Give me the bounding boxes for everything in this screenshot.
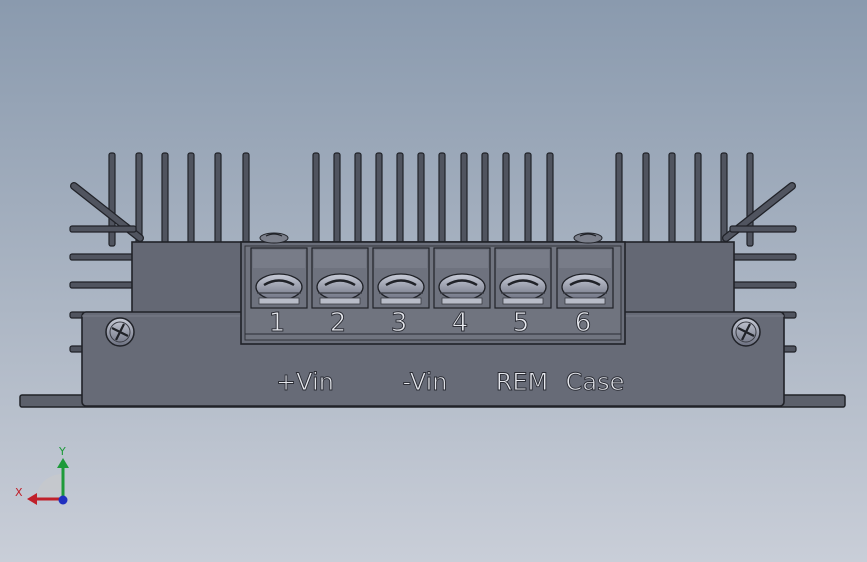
label-rem: REM (496, 368, 549, 396)
fin-left-5 (214, 152, 222, 247)
terminal-cell-top (314, 250, 366, 268)
terminal-screw-icon (377, 273, 425, 301)
x-arrowhead-icon (27, 493, 37, 505)
terminal-5[interactable]: 5 (494, 247, 552, 338)
fin-side-left-2 (69, 253, 137, 261)
terminal-screw-icon (255, 273, 303, 301)
fin-center-10 (502, 152, 510, 247)
fin-right-2 (642, 152, 650, 247)
terminal-cell-top (375, 250, 427, 268)
terminal-clamp (258, 297, 300, 305)
terminal-clamp (319, 297, 361, 305)
terminal-number: 3 (391, 308, 408, 338)
terminal-number: 4 (452, 308, 469, 338)
label-vin-positive: +Vin (276, 368, 334, 396)
terminal-row: 1 2 3 4 5 6 (250, 247, 614, 338)
y-arrowhead-icon (57, 458, 69, 468)
y-axis-label: Y (58, 445, 66, 458)
fin-side-left-3 (69, 281, 137, 289)
fin-side-right-3 (729, 281, 797, 289)
fin-center-12 (546, 152, 554, 247)
label-vin-negative: -Vin (402, 368, 447, 396)
terminal-cell-top (253, 250, 305, 268)
fin-center-9 (481, 152, 489, 247)
block-screw-right-icon (573, 232, 603, 244)
fin-side-left-1 (69, 225, 137, 233)
fin-left-3 (161, 152, 169, 247)
terminal-screw-icon (438, 273, 486, 301)
terminal-1[interactable]: 1 (250, 247, 308, 338)
mounting-screw-right-icon (731, 317, 761, 347)
fin-center-3 (354, 152, 362, 247)
terminal-number: 1 (269, 308, 286, 338)
terminal-screw-icon (499, 273, 547, 301)
terminal-number: 5 (513, 308, 530, 338)
fin-side-right-2 (729, 253, 797, 261)
fin-side-right-1 (729, 225, 797, 233)
fin-center-8 (460, 152, 468, 247)
screw-slot-icon (385, 279, 417, 287)
terminal-3[interactable]: 3 (372, 247, 430, 338)
fin-center-6 (417, 152, 425, 247)
label-case: Case (566, 368, 625, 396)
fin-center-5 (396, 152, 404, 247)
fin-center-4 (375, 152, 383, 247)
terminal-screw-icon (316, 273, 364, 301)
z-axis-dot-icon (58, 495, 68, 505)
terminal-cell-top (497, 250, 549, 268)
screw-slot-icon (446, 279, 478, 287)
screw-slot-icon (507, 279, 539, 287)
fin-right-3 (668, 152, 676, 247)
terminal-4[interactable]: 4 (433, 247, 491, 338)
terminal-screw-icon (561, 273, 609, 301)
fin-center-1 (312, 152, 320, 247)
block-screw-left-icon (259, 232, 289, 244)
fin-left-6 (242, 152, 250, 247)
terminal-clamp (441, 297, 483, 305)
terminal-clamp (502, 297, 544, 305)
screw-slot-icon (263, 279, 295, 287)
fin-left-1 (108, 152, 116, 247)
fin-center-11 (524, 152, 532, 247)
screw-slot-icon (569, 279, 601, 287)
fin-center-7 (438, 152, 446, 247)
terminal-number: 2 (330, 308, 347, 338)
screw-slot-icon (324, 279, 356, 287)
terminal-6[interactable]: 6 (556, 247, 614, 338)
terminal-number: 6 (575, 308, 592, 338)
fin-right-1 (615, 152, 623, 247)
terminal-clamp (564, 297, 606, 305)
terminal-cell-top (559, 250, 611, 268)
function-labels: +Vin -Vin REM Case (276, 368, 625, 397)
terminal-clamp (380, 297, 422, 305)
terminal-cell-top (436, 250, 488, 268)
triad-plane-icon (36, 474, 62, 500)
mounting-screw-left-icon (105, 317, 135, 347)
fin-right-5 (720, 152, 728, 247)
x-axis-label: X (15, 486, 23, 499)
fin-left-4 (187, 152, 195, 247)
fin-right-4 (694, 152, 702, 247)
fin-center-2 (333, 152, 341, 247)
terminal-2[interactable]: 2 (311, 247, 369, 338)
coordinate-triad[interactable]: Y X (15, 445, 69, 505)
